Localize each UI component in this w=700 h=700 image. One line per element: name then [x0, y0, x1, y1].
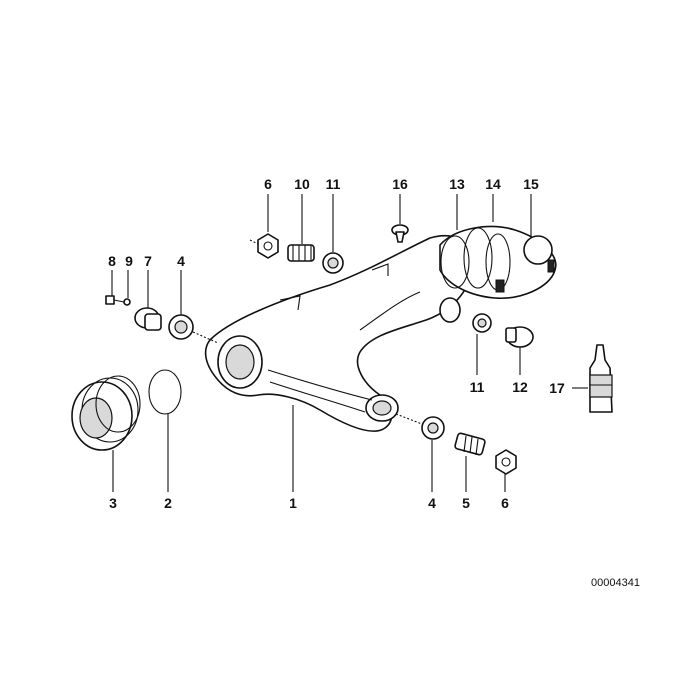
callout-9: 9 [125, 253, 133, 269]
callout-15: 15 [523, 176, 539, 192]
bearing-bottom [395, 413, 445, 440]
circlip-2 [148, 369, 182, 415]
callout-11-mid: 11 [470, 379, 485, 395]
bolt-8 [105, 295, 125, 305]
callout-7: 7 [144, 253, 152, 269]
callout-14: 14 [485, 176, 501, 192]
threaded-pin-bottom [454, 432, 486, 456]
callout-8: 8 [108, 253, 116, 269]
nut-bottom [495, 449, 517, 475]
nut-top [249, 233, 279, 259]
callout-4-bot: 4 [428, 495, 436, 511]
callout-1: 1 [289, 495, 297, 511]
threaded-pin-top [287, 244, 315, 262]
callout-11-top: 11 [326, 176, 341, 192]
callout-4-top: 4 [177, 253, 185, 269]
callout-6-bot: 6 [501, 495, 509, 511]
callout-12: 12 [512, 379, 528, 395]
bearing-top [322, 252, 344, 274]
bearing-mid [472, 313, 492, 333]
rubber-bellow-3 [71, 375, 141, 451]
pin-flange-7 [134, 307, 162, 331]
callout-10: 10 [294, 176, 310, 192]
callout-2: 2 [164, 495, 172, 511]
document-id: 00004341 [591, 577, 640, 589]
plug-12 [505, 326, 534, 348]
callout-labels: 6 10 11 16 13 14 15 8 9 7 4 11 12 17 3 2… [108, 176, 565, 511]
callout-13: 13 [449, 176, 465, 192]
leader-lines [111, 194, 588, 492]
adhesive-bottle-17 [589, 344, 613, 413]
callout-17: 17 [549, 380, 565, 396]
swing-arm-part [204, 234, 474, 432]
screw-16 [391, 224, 409, 243]
callout-5: 5 [462, 495, 470, 511]
callout-16: 16 [392, 176, 408, 192]
callout-6-top: 6 [264, 176, 272, 192]
callout-3: 3 [109, 495, 117, 511]
boot-assembly [439, 225, 557, 299]
washer-9 [123, 298, 131, 306]
